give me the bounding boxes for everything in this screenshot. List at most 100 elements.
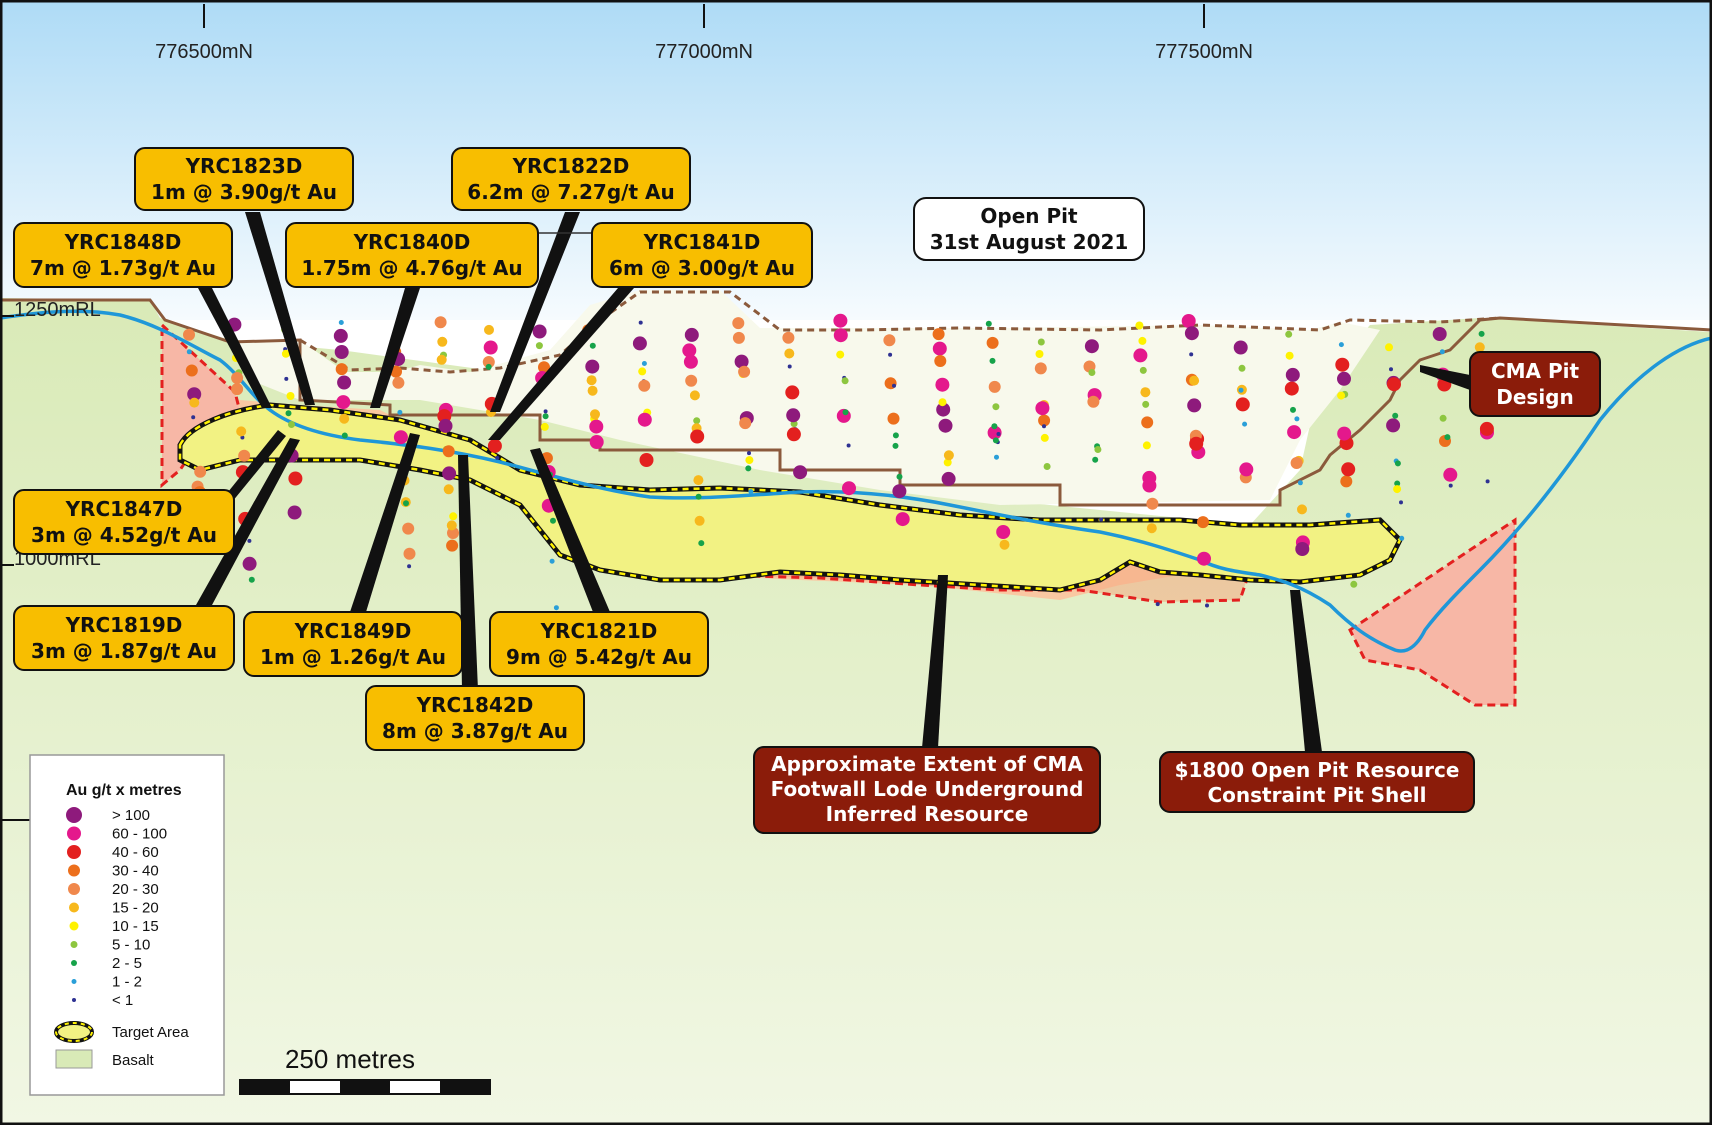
- callout-leaders: [196, 212, 1470, 752]
- assay-dot: [1443, 467, 1458, 482]
- assay-dot: [587, 385, 598, 396]
- svg-text:Basalt: Basalt: [112, 1052, 155, 1069]
- legend-basalt: Basalt: [55, 1049, 155, 1069]
- assay-dot: [532, 324, 547, 339]
- assay-dot: [543, 409, 548, 414]
- assay-dot: [734, 354, 749, 369]
- assay-dot: [540, 422, 549, 431]
- legend-label: 40 - 60: [112, 844, 159, 861]
- assay-dot: [186, 349, 192, 355]
- assay-dot: [1285, 330, 1293, 338]
- assay-dot: [994, 454, 999, 460]
- assay-dot: [437, 336, 448, 347]
- assay-dot: [1341, 462, 1356, 477]
- legend-swatch: [66, 807, 82, 823]
- assay-dot: [842, 409, 849, 416]
- assay-dot: [443, 484, 454, 495]
- svg-text:YRC1848D: YRC1848D: [64, 230, 182, 254]
- assay-dot: [247, 538, 252, 543]
- callout-yrc1821d: YRC1821D 9m @ 5.42g/t Au: [489, 611, 709, 677]
- assay-dot: [1338, 342, 1344, 348]
- assay-dot: [1197, 516, 1209, 529]
- target-area-dash: [178, 403, 1402, 592]
- callout-yrc1842d: YRC1842D 8m @ 3.87g/t Au: [365, 685, 585, 751]
- assay-dot: [1335, 357, 1350, 372]
- assay-dot: [1285, 367, 1300, 382]
- svg-text:Footwall Lode Underground: Footwall Lode Underground: [771, 777, 1084, 801]
- assay-dot: [786, 408, 801, 423]
- assay-dot: [739, 417, 752, 430]
- assay-dot: [1133, 348, 1148, 363]
- assay-dot: [407, 564, 412, 569]
- assay-dot: [1235, 397, 1250, 412]
- assay-dot: [943, 458, 952, 467]
- svg-text:Open Pit: Open Pit: [980, 204, 1078, 228]
- assay-dot: [999, 539, 1010, 550]
- assay-dot: [683, 354, 698, 369]
- legend-swatch: [68, 883, 80, 895]
- assay-dot: [641, 361, 647, 366]
- assay-dot: [1290, 406, 1296, 413]
- legend-swatch: [67, 826, 81, 841]
- callout-yrc1841d: YRC1841D 6m @ 3.00g/t Au: [591, 222, 813, 288]
- assay-dot: [286, 392, 295, 400]
- assay-dot: [1094, 446, 1102, 453]
- assay-dot: [1294, 416, 1300, 422]
- assay-dot: [833, 328, 848, 343]
- assay-dot: [288, 421, 295, 428]
- assay-dot: [1035, 350, 1044, 358]
- footwall-lode-label: Approximate Extent of CMA Footwall Lode …: [753, 746, 1101, 834]
- assay-dot: [689, 390, 700, 401]
- assay-dot: [787, 364, 792, 369]
- assay-dot: [685, 374, 698, 387]
- assay-dot: [934, 355, 947, 367]
- assay-dot: [549, 558, 555, 564]
- assay-dot: [684, 327, 699, 342]
- legend-swatch: [68, 864, 80, 877]
- callout-yrc1848d: YRC1848D 7m @ 1.73g/t Au: [13, 222, 233, 288]
- resource-shell-label: $1800 Open Pit Resource Constraint Pit S…: [1159, 751, 1475, 813]
- assay-dot: [639, 453, 654, 467]
- assay-dot: [992, 403, 1000, 411]
- assay-dot: [185, 364, 198, 377]
- assay-dot: [738, 365, 751, 378]
- svg-text:Constraint Pit Shell: Constraint Pit Shell: [1207, 783, 1426, 807]
- svg-text:1m @ 1.26g/t Au: 1m @ 1.26g/t Au: [260, 645, 446, 669]
- assay-dot: [485, 363, 492, 370]
- callout-yrc1840d: YRC1840D 1.75m @ 4.76g/t Au: [285, 222, 539, 288]
- svg-text:7m @ 1.73g/t Au: 7m @ 1.73g/t Au: [30, 256, 216, 280]
- svg-text:6.2m @ 7.27g/t Au: 6.2m @ 7.27g/t Au: [467, 180, 674, 204]
- northing-label-777500: 777500mN: [1155, 41, 1253, 63]
- assay-dot: [996, 432, 1001, 436]
- assay-dot: [786, 427, 801, 442]
- assay-dot: [1142, 441, 1151, 450]
- assay-dot: [1146, 497, 1159, 510]
- assay-dot: [1140, 387, 1151, 398]
- assay-dot: [1189, 436, 1204, 451]
- assay-dot: [483, 340, 498, 355]
- assay-dot: [785, 385, 800, 400]
- callout-yrc1822d: YRC1822D 6.2m @ 7.27g/t Au: [451, 147, 691, 211]
- assay-dot: [341, 432, 348, 439]
- assay-dot: [392, 376, 405, 389]
- assay-dot: [1393, 485, 1402, 494]
- assay-dot: [1088, 369, 1096, 376]
- assay-dot: [638, 379, 651, 392]
- assay-dot: [841, 377, 849, 385]
- assay-dot: [1448, 483, 1453, 488]
- assay-dot: [989, 357, 996, 364]
- assay-dot: [1155, 602, 1160, 607]
- assay-dot: [285, 410, 292, 417]
- svg-text:YRC1847D: YRC1847D: [65, 497, 183, 521]
- assay-dot: [191, 415, 196, 420]
- assay-dot: [1087, 395, 1100, 408]
- assay-dot: [793, 465, 808, 480]
- assay-dot: [637, 412, 652, 427]
- assay-dot-layer: [183, 313, 1494, 611]
- assay-dot: [1392, 412, 1399, 419]
- legend-swatch: [71, 979, 77, 984]
- legend-label: 30 - 40: [112, 863, 159, 880]
- assay-dot: [1092, 456, 1099, 463]
- assay-dot: [1340, 475, 1353, 488]
